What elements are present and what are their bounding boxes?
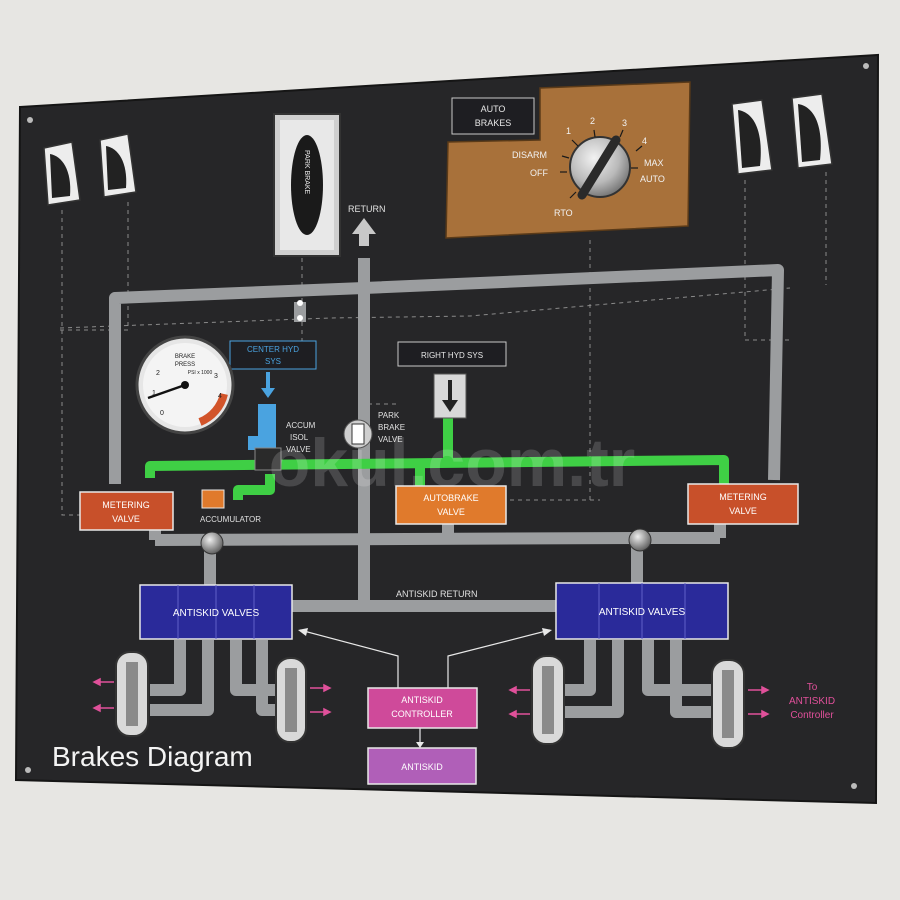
metering-valve-left-line2: VALVE [112, 514, 140, 524]
center-hyd-line-block [248, 436, 262, 450]
gauge-line3: PSI x 1000 [188, 370, 213, 376]
autobrakes-pos-2: 2 [590, 116, 595, 126]
autobrakes-pos-1: 1 [566, 126, 571, 136]
accumulator-icon [201, 489, 225, 509]
right-hyd-sys-label: RIGHT HYD SYS [397, 341, 507, 367]
autobrake-valve-line1: AUTOBRAKE [423, 493, 478, 503]
shuttle-valve-left-icon [200, 531, 224, 555]
shuttle-valve-right-icon [628, 528, 652, 552]
autobrakes-panel: AUTO BRAKES 1 2 3 4 DISARM OFF RTO MAX A… [445, 81, 691, 239]
gauge-line2: PRESS [175, 362, 195, 368]
autobrakes-pos-disarm: DISARM [512, 150, 547, 160]
return-arrow-icon [352, 218, 376, 246]
autobrakes-pos-3: 3 [622, 118, 627, 128]
accum-isol-line2: ISOL [290, 433, 309, 442]
park-brake-valve-line1: PARK [378, 411, 400, 420]
accum-isol-line3: VALVE [286, 445, 311, 454]
park-brake-switch: PARK BRAKE [273, 113, 341, 257]
left-wheels [115, 651, 307, 743]
right-wheels [531, 655, 745, 749]
brake-pressure-gauge: BRAKE PRESS PSI x 1000 0 1 2 3 4 [135, 335, 235, 435]
park-brake-valve-spool [351, 423, 365, 445]
screw [25, 767, 31, 773]
park-brake-switch-text: PARK BRAKE [303, 150, 310, 195]
return-label: RETURN [348, 204, 386, 214]
junction-dot [297, 300, 303, 306]
left-brake-pedals [43, 133, 137, 206]
center-hyd-line2: SYS [265, 357, 281, 366]
gauge-tick-3: 3 [214, 373, 218, 380]
autobrakes-pos-off: OFF [530, 168, 548, 178]
autobrakes-pos-4: 4 [642, 136, 647, 146]
right-brake-pedals [731, 93, 833, 175]
antiskid-return-label: ANTISKID RETURN [396, 589, 478, 599]
autobrake-valve: AUTOBRAKE VALVE [395, 485, 507, 525]
antiskid-valves-left-text: ANTISKID VALVES [173, 608, 260, 619]
center-hyd-line1: CENTER HYD [247, 345, 299, 354]
metering-valve-left: METERING VALVE [79, 491, 174, 531]
autobrakes-pos-rto: RTO [554, 208, 573, 218]
gauge-tick-1: 1 [152, 390, 156, 397]
gauge-tick-4: 4 [218, 393, 222, 400]
antiskid-box: ANTISKID [367, 747, 477, 785]
accum-isol-line1: ACCUM [286, 421, 316, 430]
accum-isol-valve-icon [254, 447, 282, 471]
controller-signal-lines [299, 629, 551, 744]
screw [851, 783, 857, 789]
gauge-tick-2: 2 [156, 370, 160, 377]
antiskid-text: ANTISKID [401, 762, 443, 772]
autobrakes-title-line2: BRAKES [475, 118, 512, 128]
to-antiskid-line2: ANTISKID [789, 696, 835, 707]
antiskid-controller-line1: ANTISKID [401, 695, 443, 705]
arrowhead-icon [542, 628, 552, 636]
screw [863, 63, 869, 69]
right-hyd-arrowhead-icon [442, 400, 458, 412]
antiskid-controller: ANTISKID CONTROLLER [367, 687, 478, 729]
autobrakes-title-line1: AUTO [481, 104, 506, 114]
metering-valve-right-line1: METERING [719, 492, 767, 502]
metering-valve-right: METERING VALVE [687, 483, 799, 525]
to-antiskid-line3: Controller [790, 710, 834, 721]
green-hydraulic-lines [145, 418, 729, 500]
autobrakes-pos-max: MAX [644, 158, 664, 168]
watermark-text: okul.com.tr [269, 425, 636, 501]
wheel-speed-arrows [92, 677, 770, 719]
diagram-title: Brakes Diagram [52, 741, 253, 772]
accumulator-label: ACCUMULATOR [200, 515, 261, 524]
junction-dot [297, 315, 303, 321]
autobrakes-pos-auto: AUTO [640, 174, 665, 184]
to-antiskid-line1: To [807, 682, 818, 693]
arrowhead-icon [416, 742, 424, 748]
metering-valve-right-line2: VALVE [729, 506, 757, 516]
autobrake-valve-line2: VALVE [437, 507, 465, 517]
gauge-needle-icon [147, 383, 186, 400]
arrowhead-icon [298, 628, 308, 636]
center-hyd-line-block [258, 404, 276, 450]
center-hyd-sys-label: CENTER HYD SYS [229, 340, 317, 370]
antiskid-valves-right: ANTISKID VALVES [555, 582, 729, 640]
center-hyd-arrowhead-icon [261, 388, 275, 398]
gauge-tick-0: 0 [160, 410, 164, 417]
antiskid-controller-line2: CONTROLLER [391, 709, 453, 719]
park-brake-valve-line3: VALVE [378, 435, 403, 444]
antiskid-valves-left: ANTISKID VALVES [139, 584, 293, 640]
gauge-line1: BRAKE [175, 354, 195, 360]
metering-valve-left-line1: METERING [102, 500, 150, 510]
antiskid-valves-right-text: ANTISKID VALVES [599, 607, 686, 618]
autobrakes-knob-pointer-icon [577, 135, 621, 200]
right-hyd-text: RIGHT HYD SYS [421, 351, 483, 360]
screw [27, 117, 33, 123]
park-brake-valve-line2: BRAKE [378, 423, 405, 432]
